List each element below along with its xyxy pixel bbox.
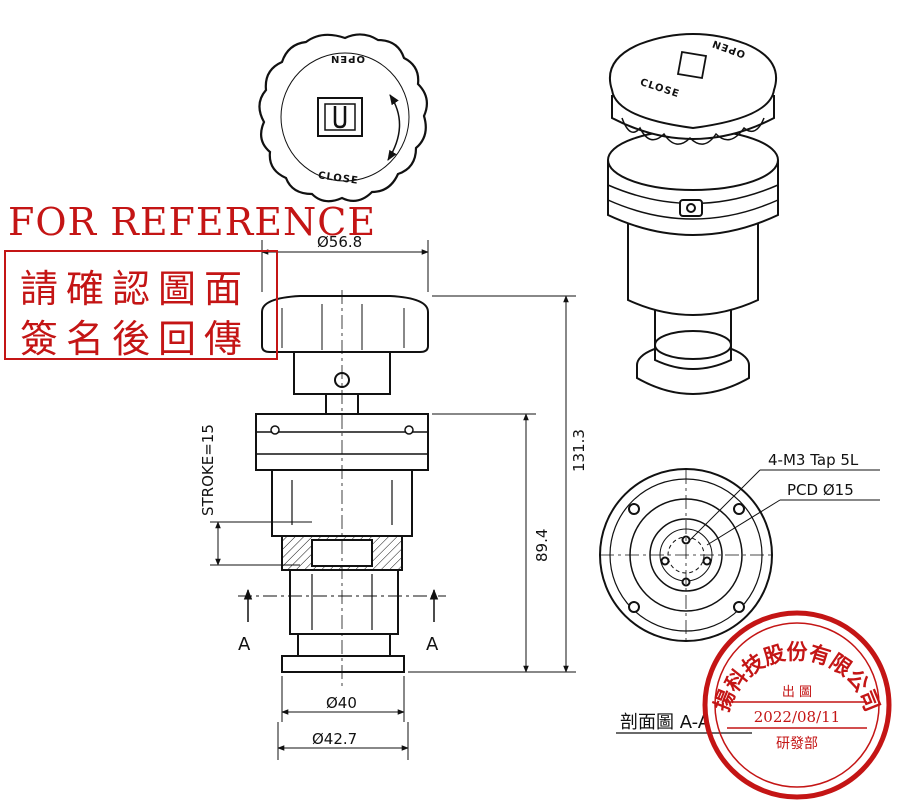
dim-height-total: 131.3 (570, 429, 588, 472)
reference-stamp-line-2: 簽名後回傳 (20, 317, 251, 361)
section-marker-left: A (238, 634, 251, 655)
side-view (255, 290, 429, 690)
reference-stamp-line-1: 請確認圖面 (20, 267, 251, 311)
section-label: 剖面圖 A-A (620, 712, 711, 733)
seal-department: 研發部 (776, 736, 818, 752)
dim-bottom-inner: Ø40 (326, 694, 357, 712)
knob-top-view: OPEN CLOSE (258, 33, 429, 203)
knob-open-label: OPEN (330, 53, 365, 64)
seal-date: 2022/08/11 (754, 708, 840, 726)
section-marker-right: A (426, 634, 439, 655)
reference-stamp-title: FOR REFERENCE (8, 200, 377, 244)
dimension-lines (210, 240, 576, 760)
seal-subtitle: 出 圖 (782, 685, 812, 700)
tap-note: 4-M3 Tap 5L (768, 451, 859, 469)
isometric-view: CLOSE OPEN (607, 33, 779, 395)
dim-height-body: 89.4 (533, 529, 551, 562)
dim-top-diameter: Ø56.8 (317, 233, 362, 251)
dim-stroke: STROKE=15 (199, 424, 217, 516)
reference-stamp-box: 請確認圖面 簽名後回傳 (4, 250, 278, 361)
pcd-note: PCD Ø15 (787, 481, 854, 499)
company-seal: 揚科技股份有限公司 出 圖 2022/08/11 研發部 (702, 610, 892, 800)
dim-bottom-outer: Ø42.7 (312, 730, 357, 748)
section-view-aa (599, 468, 880, 734)
